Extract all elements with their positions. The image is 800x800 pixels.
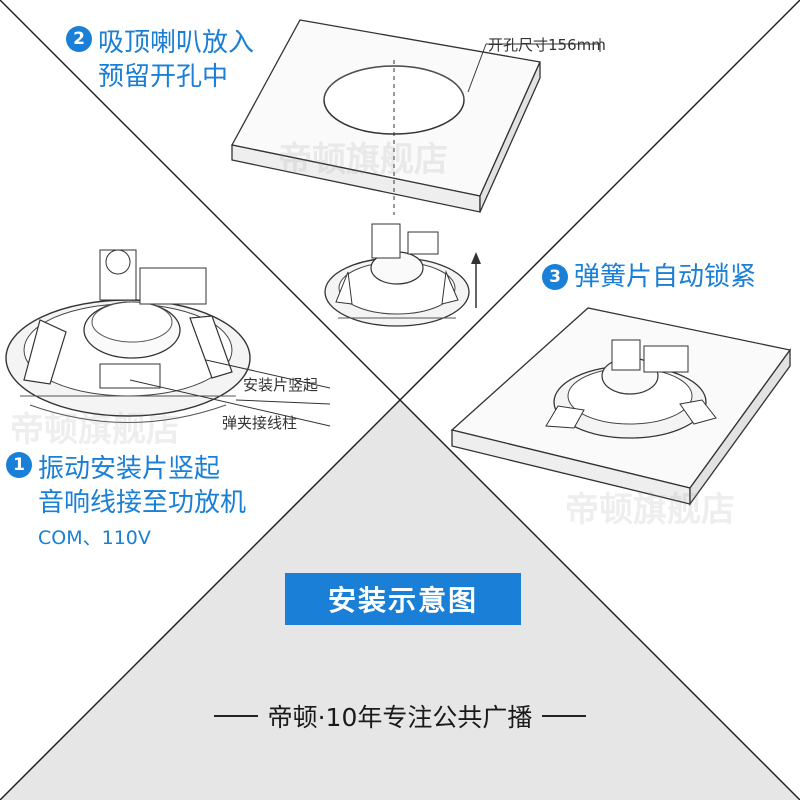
step-3: 3 弹簧片自动锁紧 [542, 260, 756, 294]
callout-hole-size: 开孔尺寸156mm [488, 36, 606, 54]
watermark-top: 帝顿旗舰店 [278, 140, 448, 180]
step-3-number-badge: 3 [542, 264, 568, 290]
step-1-line-2: 音响线接至功放机 [38, 488, 247, 518]
dash-right [542, 715, 587, 717]
step-1-text: 振动安装片竖起 音响线接至功放机 COM、110V [38, 452, 246, 552]
brand-slogan: 帝顿·10年专注公共广播 [170, 698, 630, 734]
watermark-right: 帝顿旗舰店 [565, 490, 735, 530]
callout-clip-terminal: 弹夹接线柱 [222, 414, 298, 432]
step-1: 1 振动安装片竖起 音响线接至功放机 COM、110V [6, 452, 246, 552]
step-3-line-1: 弹簧片自动锁紧 [574, 262, 757, 292]
speaker-left-illustration [5, 249, 331, 427]
up-arrow-icon [471, 252, 481, 308]
ceiling-board-top [231, 19, 601, 215]
ceiling-panel-illustration [450, 307, 792, 507]
watermark-left: 帝顿旗舰店 [10, 410, 180, 450]
step-2-text: 吸顶喇叭放入 预留开孔中 [98, 26, 254, 94]
step-2-line-2: 预留开孔中 [98, 62, 229, 92]
step-1-line-1: 振动安装片竖起 [38, 454, 221, 484]
step-3-text: 弹簧片自动锁紧 [574, 260, 756, 294]
dash-left [213, 715, 258, 717]
step-2-number-badge: 2 [66, 26, 92, 52]
step-2: 2 吸顶喇叭放入 预留开孔中 [66, 26, 254, 94]
brand-text: 帝顿·10年专注公共广播 [267, 703, 533, 732]
ceiling-speaker-illustration [324, 223, 470, 327]
step-2-line-1: 吸顶喇叭放入 [98, 28, 255, 58]
step-1-sub: COM、110V [38, 527, 151, 549]
callout-bracket-up: 安装片竖起 [243, 376, 319, 394]
step-1-number-badge: 1 [6, 452, 32, 478]
diagram-title: 安装示意图 [285, 573, 521, 625]
